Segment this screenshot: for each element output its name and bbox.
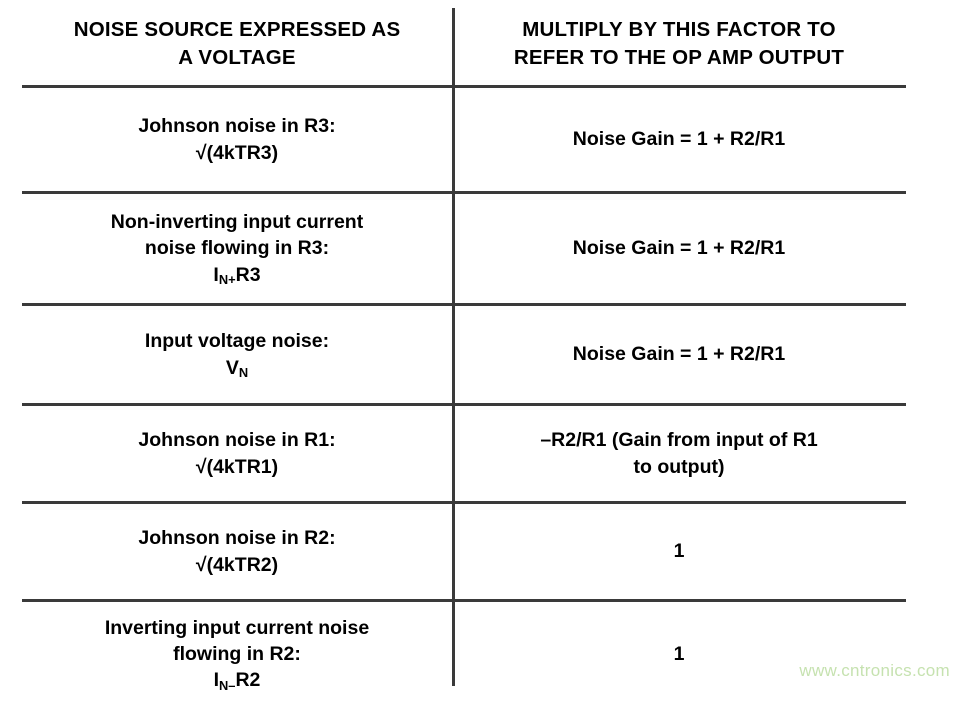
symbol-subscript: N: [239, 365, 248, 380]
cell-noise-source: Johnson noise in R3: √(4kTR3): [22, 87, 452, 193]
symbol-subscript: N–: [219, 678, 235, 693]
symbol-subscript: N+: [219, 272, 236, 287]
table-row: Johnson noise in R3: √(4kTR3) Noise Gain…: [22, 87, 906, 193]
noise-source-line1: Input voltage noise:: [32, 328, 442, 354]
header-noise-source-line2: A VOLTAGE: [32, 44, 442, 71]
header-row: NOISE SOURCE EXPRESSED AS A VOLTAGE MULT…: [22, 0, 906, 87]
noise-table-figure: NOISE SOURCE EXPRESSED AS A VOLTAGE MULT…: [0, 0, 968, 689]
watermark: www.cntronics.com: [799, 661, 950, 681]
noise-source-line1: Johnson noise in R1:: [32, 427, 442, 453]
noise-source-line1: Johnson noise in R2:: [32, 525, 442, 551]
table-body: Johnson noise in R3: √(4kTR3) Noise Gain…: [22, 87, 906, 706]
table-row: Johnson noise in R1: √(4kTR1) –R2/R1 (Ga…: [22, 405, 906, 503]
table-row: Input voltage noise: VN Noise Gain = 1 +…: [22, 305, 906, 405]
noise-source-symbol: VN: [32, 355, 442, 381]
noise-source-line1: Inverting input current noise: [32, 615, 442, 641]
cell-multiply-factor: Noise Gain = 1 + R2/R1: [452, 193, 906, 305]
multiply-factor-line1: Noise Gain = 1 + R2/R1: [462, 235, 896, 261]
noise-source-symbol: IN–R2: [32, 667, 442, 693]
noise-source-line1: Non-inverting input current: [32, 209, 442, 235]
cell-multiply-factor: –R2/R1 (Gain from input of R1 to output): [452, 405, 906, 503]
noise-source-line1: Johnson noise in R3:: [32, 113, 442, 139]
symbol-tail: R3: [236, 264, 261, 286]
table-row: Johnson noise in R2: √(4kTR2) 1: [22, 503, 906, 601]
cell-multiply-factor: 1: [452, 601, 906, 706]
symbol-base: V: [226, 357, 239, 379]
symbol-tail: R2: [235, 669, 260, 691]
cell-multiply-factor: Noise Gain = 1 + R2/R1: [452, 87, 906, 193]
noise-source-symbol: IN+R3: [32, 262, 442, 288]
noise-source-line2: √(4kTR1): [32, 454, 442, 480]
noise-source-line2: flowing in R2:: [32, 641, 442, 667]
cell-noise-source: Inverting input current noise flowing in…: [22, 601, 452, 706]
cell-noise-source: Johnson noise in R1: √(4kTR1): [22, 405, 452, 503]
header-multiply-factor-line1: MULTIPLY BY THIS FACTOR TO: [462, 16, 896, 43]
multiply-factor-line1: Noise Gain = 1 + R2/R1: [462, 341, 896, 367]
table-header: NOISE SOURCE EXPRESSED AS A VOLTAGE MULT…: [22, 0, 906, 87]
multiply-factor-line1: 1: [462, 538, 896, 564]
header-noise-source-line1: NOISE SOURCE EXPRESSED AS: [32, 16, 442, 43]
column-header-noise-source: NOISE SOURCE EXPRESSED AS A VOLTAGE: [22, 0, 452, 87]
column-header-multiply-factor: MULTIPLY BY THIS FACTOR TO REFER TO THE …: [452, 0, 906, 87]
header-multiply-factor-line2: REFER TO THE OP AMP OUTPUT: [462, 44, 896, 71]
multiply-factor-line1: Noise Gain = 1 + R2/R1: [462, 126, 896, 152]
cell-multiply-factor: 1: [452, 503, 906, 601]
multiply-factor-line1: –R2/R1 (Gain from input of R1: [462, 427, 896, 453]
noise-source-table: NOISE SOURCE EXPRESSED AS A VOLTAGE MULT…: [22, 0, 906, 706]
table-row: Non-inverting input current noise flowin…: [22, 193, 906, 305]
cell-noise-source: Johnson noise in R2: √(4kTR2): [22, 503, 452, 601]
noise-source-line2: noise flowing in R3:: [32, 235, 442, 261]
multiply-factor-line2: to output): [462, 454, 896, 480]
cell-noise-source: Input voltage noise: VN: [22, 305, 452, 405]
cell-noise-source: Non-inverting input current noise flowin…: [22, 193, 452, 305]
noise-source-line2: √(4kTR2): [32, 552, 442, 578]
cell-multiply-factor: Noise Gain = 1 + R2/R1: [452, 305, 906, 405]
table-row: Inverting input current noise flowing in…: [22, 601, 906, 706]
noise-source-line2: √(4kTR3): [32, 140, 442, 166]
